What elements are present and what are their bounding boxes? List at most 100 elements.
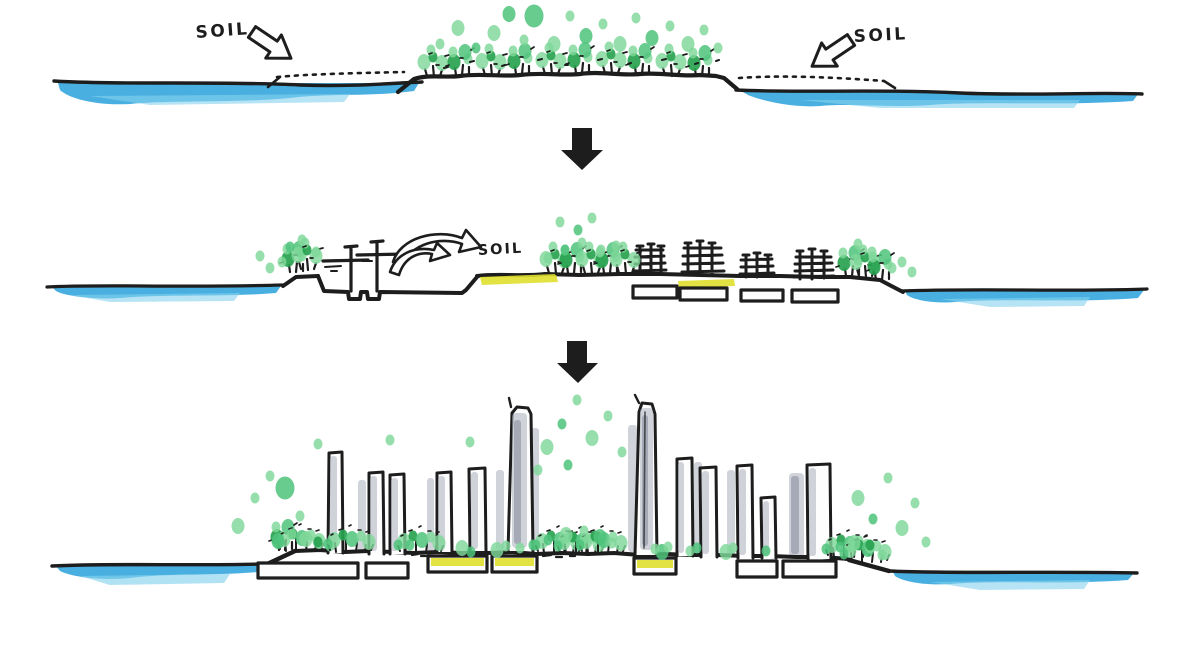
soil-deposit-dashed-line-left <box>275 70 406 79</box>
foliage-blob <box>547 36 561 52</box>
foliage-blob <box>455 540 469 556</box>
foliage-blob <box>607 537 617 549</box>
tower-shading <box>702 471 709 554</box>
foliage-blob <box>313 438 323 450</box>
tower-shading <box>330 456 337 550</box>
waterline <box>734 88 1144 96</box>
foliage-blob <box>297 234 307 246</box>
basement-box <box>678 286 729 302</box>
tree <box>566 42 594 73</box>
foliage-blob <box>285 241 295 253</box>
foliage-blob <box>405 539 415 551</box>
foliage-blob <box>560 244 570 256</box>
foliage-blob <box>663 541 673 553</box>
tree-cluster-center <box>540 212 642 275</box>
basement-box <box>256 561 360 580</box>
foliage-blob <box>490 542 504 558</box>
soil-line-tick-right <box>882 79 897 90</box>
tree <box>506 43 534 74</box>
foliage-blob <box>557 418 567 430</box>
tower-inner-line <box>643 411 646 549</box>
island-ground-line <box>395 70 740 95</box>
foliage-blob <box>595 246 605 258</box>
foliage-blob <box>699 24 709 36</box>
foliage-blob <box>540 439 554 455</box>
soil-annotation-top-right: SOIL <box>802 24 908 80</box>
waterline <box>52 79 424 88</box>
soil-fill <box>495 558 534 566</box>
basement-box <box>364 561 410 580</box>
foliage-blob <box>573 224 583 236</box>
stage-3-city <box>50 393 1139 590</box>
waterline <box>899 287 1149 293</box>
spire-antenna <box>633 393 641 405</box>
foliage-blob <box>728 542 738 554</box>
foliage-blob <box>311 246 321 258</box>
tower-shading <box>370 476 377 551</box>
tree <box>418 45 450 78</box>
foliage-blob <box>877 549 887 561</box>
foliage-blob <box>295 510 305 522</box>
foliage-blob <box>895 520 909 536</box>
soil-annotation-middle: SOIL <box>388 228 524 277</box>
foliage-blob <box>847 535 861 551</box>
tree <box>656 44 688 77</box>
crane-beam-1 <box>321 258 370 263</box>
foliage-blob <box>579 28 593 44</box>
foliage-blob <box>907 266 917 278</box>
ground-line-right <box>475 272 852 279</box>
ground-dashes <box>410 552 848 560</box>
floating-foliage <box>435 4 723 54</box>
shore-slope-right <box>846 557 892 574</box>
soil-transfer-arrow-inner-icon <box>388 241 452 277</box>
water-right <box>887 569 1139 590</box>
soil-label: SOIL <box>477 241 523 259</box>
water-streak <box>80 574 230 585</box>
tower-shading <box>391 478 398 551</box>
foliage-blob <box>277 256 287 268</box>
foliage-blob <box>572 394 582 406</box>
foliage-dashes <box>443 58 720 69</box>
foliage-blob <box>631 12 641 24</box>
foliage-blob <box>559 527 573 543</box>
basement-box <box>781 559 838 579</box>
spire-antenna <box>507 396 513 409</box>
foliage-blob <box>287 528 297 540</box>
foliage-blob <box>471 42 481 54</box>
water-left <box>50 562 265 585</box>
foliage-blob <box>835 541 845 553</box>
water-streak <box>930 580 1090 590</box>
foliage-blob <box>519 34 529 46</box>
tower-shading <box>809 468 816 556</box>
excavation-pit-line <box>316 274 479 301</box>
foliage-blob <box>585 430 599 446</box>
foliage-blob <box>692 542 702 554</box>
basement-boxes <box>256 554 838 580</box>
waterline <box>50 562 265 568</box>
tower-shading <box>678 462 684 553</box>
foliage-blob <box>487 25 501 41</box>
foliage-blob <box>501 540 511 552</box>
foliage-blob <box>451 20 465 36</box>
basement-boxes <box>631 284 840 304</box>
scaffold-building <box>680 239 726 277</box>
scaffold-building <box>738 251 776 279</box>
water-left <box>52 79 424 105</box>
soil-layer-strip-2 <box>678 279 735 288</box>
water-streak <box>940 297 1090 307</box>
tower-shading <box>763 501 769 555</box>
water-streak <box>70 293 240 302</box>
waterline <box>887 569 1139 575</box>
tower-shading-dark <box>514 420 521 544</box>
foliage-blob <box>385 434 395 446</box>
foliage-blob <box>435 38 445 50</box>
tree-cluster-right <box>836 238 917 281</box>
foliage-blob <box>271 533 285 549</box>
foliage-blob <box>853 238 863 250</box>
tower-shading <box>438 476 445 550</box>
foliage-blob <box>868 513 878 525</box>
foliage-blob <box>897 256 907 268</box>
foliage-blob <box>579 525 589 537</box>
